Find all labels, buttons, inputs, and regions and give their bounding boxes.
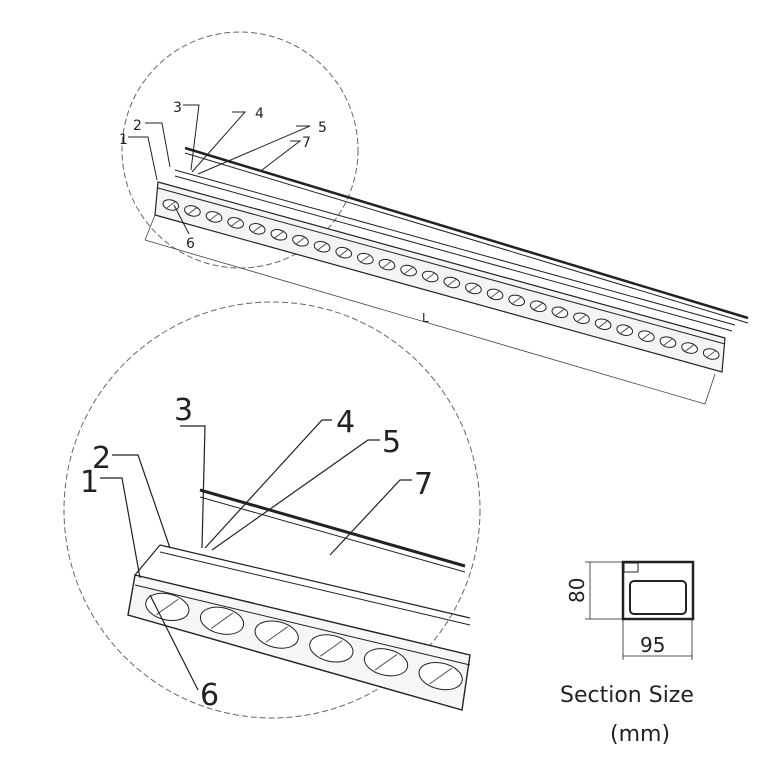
hole-hatch — [663, 338, 673, 346]
detail-callout-6: 6 — [200, 678, 219, 713]
overview-callout-6: 6 — [186, 236, 195, 252]
hole-hatch — [317, 243, 327, 251]
detail-leaders — [100, 419, 412, 691]
section-caption: Section Size — [560, 683, 694, 708]
detail-callout-7: 7 — [414, 467, 433, 502]
section-width-label: 95 — [640, 633, 665, 657]
hole-hatch — [320, 640, 343, 657]
hole-hatch — [620, 326, 630, 334]
length-dimension — [144, 214, 716, 405]
detail-circle — [63, 301, 481, 719]
hole-hatch — [382, 261, 392, 268]
hole-hatch — [598, 320, 608, 328]
hole-hatch — [490, 291, 500, 298]
section-unit: (mm) — [610, 722, 671, 747]
section-height-label: 80 — [565, 578, 589, 603]
overview-tray — [154, 146, 749, 373]
overview-callout-2: 2 — [133, 118, 142, 134]
hole-hatch — [339, 249, 349, 257]
detail-callout-2: 2 — [92, 441, 111, 476]
hole-hatch — [210, 612, 234, 629]
hole-hatch — [642, 332, 651, 340]
hole-hatch — [361, 255, 370, 263]
hole-hatch — [231, 219, 240, 227]
hole-hatch — [533, 302, 543, 310]
hole-hatch — [429, 667, 452, 685]
overview-leaders — [128, 104, 311, 235]
detail-callout-4: 4 — [336, 405, 355, 440]
hole-hatch — [265, 626, 288, 643]
section-profile — [585, 560, 695, 660]
overview-callout-7: 7 — [302, 135, 311, 151]
hole-hatch — [577, 314, 586, 322]
overview-callout-1: 1 — [119, 132, 128, 148]
overview-callout-3: 3 — [173, 100, 182, 116]
hole-hatch — [296, 237, 305, 245]
hole-hatch — [555, 308, 565, 316]
detail-callout-3: 3 — [174, 393, 193, 428]
hole-hatch — [156, 598, 179, 616]
overview-callout-4: 4 — [255, 106, 264, 122]
overview-callout-5: 5 — [318, 120, 327, 136]
detail-callout-1: 1 — [80, 465, 99, 500]
hole-hatch — [469, 285, 478, 292]
hole-hatch — [274, 231, 284, 239]
hole-hatch — [209, 213, 219, 221]
hole-hatch — [374, 654, 398, 671]
hole-hatch — [425, 273, 435, 280]
hole-hatch — [252, 225, 262, 233]
hole-hatch — [685, 344, 694, 352]
length-label: L — [422, 311, 429, 325]
hole-hatch — [166, 201, 176, 209]
hole-hatch — [447, 279, 457, 286]
hole-hatch — [188, 207, 197, 215]
hole-hatch — [404, 267, 413, 274]
hole-hatch — [512, 296, 521, 304]
detail-callout-5: 5 — [382, 425, 401, 460]
hole-hatch — [706, 350, 716, 358]
detail-tray — [127, 488, 471, 711]
